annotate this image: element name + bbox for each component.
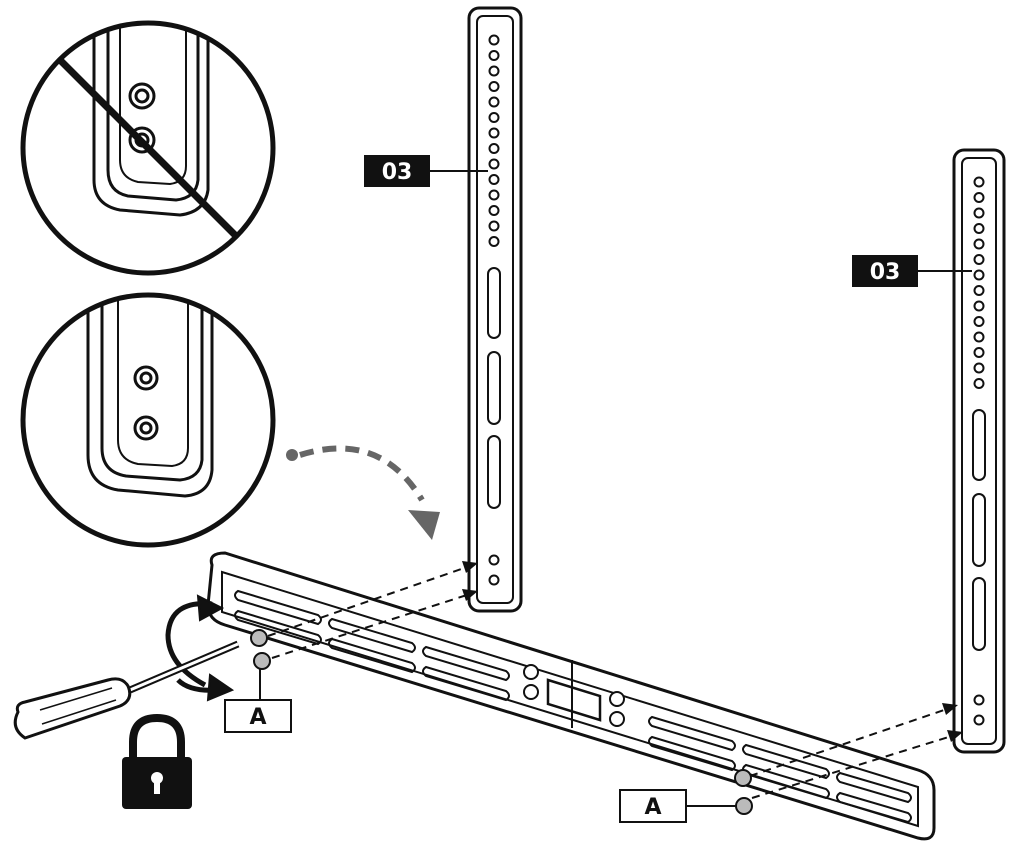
bracket-hole: [973, 269, 985, 281]
bracket-hole: [973, 331, 985, 343]
prohibited-slash: [57, 57, 239, 239]
bracket-hole: [973, 362, 985, 374]
callout-03-left: 03: [364, 155, 488, 187]
bracket-hole: [488, 220, 500, 232]
callout-03-left-text: 03: [382, 160, 413, 185]
bracket-hole: [973, 223, 985, 234]
bar-slots: [234, 589, 912, 824]
bracket-hole: [973, 378, 985, 389]
bracket-hole: [488, 143, 500, 154]
screw-right-upper: [734, 769, 752, 787]
callout-A-right: A: [619, 789, 736, 823]
bracket-hole: [488, 65, 500, 77]
bracket-hole: [488, 236, 500, 247]
bracket-hole: [973, 347, 985, 358]
direction-arrow: [286, 445, 440, 540]
vertical-bracket-left: [467, 6, 523, 613]
bracket-hole: [973, 316, 985, 327]
rotation-arrow-icon: [165, 594, 235, 702]
bracket-hole: [973, 192, 985, 203]
screw-left-upper: [250, 629, 268, 647]
bracket-hole: [973, 207, 985, 219]
callout-03-right: 03: [852, 255, 972, 287]
alignment-arrowheads: [462, 561, 963, 742]
bracket-hole: [488, 205, 500, 216]
callout-A-left: A: [224, 668, 292, 733]
bracket-hole: [973, 300, 985, 312]
bracket-hole: [488, 34, 500, 46]
callout-A-left-text: A: [249, 705, 266, 730]
bracket-hole: [973, 285, 985, 296]
bracket-hole: [488, 127, 500, 139]
bracket-hole: [488, 174, 500, 185]
bracket-hole: [488, 96, 500, 108]
bracket-hole: [488, 81, 500, 92]
horizontal-mounting-bar: [206, 551, 936, 841]
bracket-hole: [973, 176, 985, 188]
bracket-hole: [973, 254, 985, 265]
screw-right-lower: [735, 797, 753, 815]
alignment-lines: [267, 565, 956, 799]
bracket-hole: [973, 238, 985, 250]
screw-left-lower: [253, 652, 271, 670]
screwdriver-icon: [13, 640, 240, 740]
bracket-hole: [488, 50, 500, 61]
bracket-hole: [488, 112, 500, 123]
vertical-bracket-right: [952, 148, 1006, 754]
detail-circle-incorrect: [20, 20, 276, 276]
bracket-hole: [488, 158, 500, 170]
bracket-hole: [488, 189, 500, 201]
callout-A-right-text: A: [644, 795, 661, 820]
lock-icon: [122, 713, 192, 809]
detail-circle-correct: [20, 292, 276, 548]
callout-03-right-text: 03: [870, 260, 901, 285]
